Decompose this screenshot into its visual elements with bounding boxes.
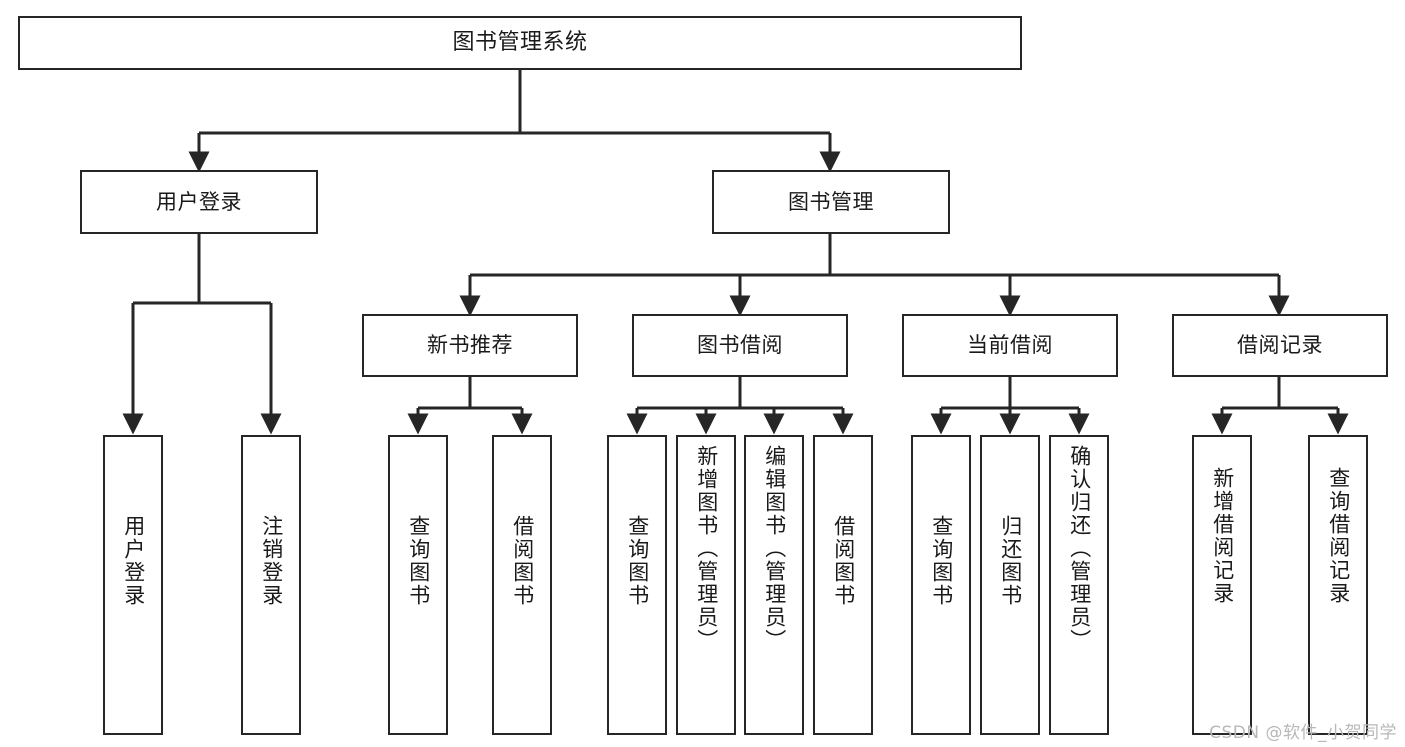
leaf-user-login[interactable]: 用户登录: [103, 435, 163, 735]
leaf-user-logout-label: 注销登录: [259, 515, 284, 607]
leaf-user-logout[interactable]: 注销登录: [241, 435, 301, 735]
node-root-label: 图书管理系统: [452, 30, 588, 56]
leaf-borrow-add-book-admin[interactable]: 新增图书（管理员）: [676, 435, 736, 735]
leaf-borrow-query-book[interactable]: 查询图书: [607, 435, 667, 735]
leaf-borrow-query-book-label: 查询图书: [625, 515, 650, 607]
leaf-current-confirm-return-admin[interactable]: 确认归还（管理员）: [1049, 435, 1109, 735]
leaf-borrow-edit-book-admin[interactable]: 编辑图书（管理员）: [744, 435, 804, 735]
leaf-record-add-record-label: 新增借阅记录: [1210, 467, 1235, 605]
node-borrow-record-label: 借阅记录: [1237, 333, 1323, 358]
node-user-login-label: 用户登录: [156, 189, 242, 214]
node-book-management[interactable]: 图书管理: [712, 170, 950, 234]
leaf-current-query-book[interactable]: 查询图书: [911, 435, 971, 735]
node-current-borrow[interactable]: 当前借阅: [902, 314, 1118, 377]
watermark-text: CSDN @软件_小贺同学: [1209, 723, 1397, 743]
leaf-borrow-borrow-book-label: 借阅图书: [831, 515, 856, 607]
leaf-current-confirm-return-admin-label: 确认归还（管理员）: [1067, 445, 1092, 652]
leaf-borrow-edit-book-admin-label: 编辑图书（管理员）: [762, 445, 787, 652]
leaf-current-query-book-label: 查询图书: [929, 515, 954, 607]
leaf-recommend-query-book-label: 查询图书: [406, 515, 431, 607]
node-current-borrow-label: 当前借阅: [967, 333, 1053, 358]
leaf-current-return-book-label: 归还图书: [998, 515, 1023, 607]
leaf-user-login-label: 用户登录: [121, 515, 146, 607]
leaf-current-return-book[interactable]: 归还图书: [980, 435, 1040, 735]
node-book-borrow[interactable]: 图书借阅: [632, 314, 848, 377]
node-borrow-record[interactable]: 借阅记录: [1172, 314, 1388, 377]
node-root[interactable]: 图书管理系统: [18, 16, 1022, 70]
leaf-recommend-borrow-book-label: 借阅图书: [510, 515, 535, 607]
leaf-recommend-query-book[interactable]: 查询图书: [388, 435, 448, 735]
node-book-management-label: 图书管理: [788, 189, 874, 214]
node-book-borrow-label: 图书借阅: [697, 333, 783, 358]
leaf-recommend-borrow-book[interactable]: 借阅图书: [492, 435, 552, 735]
node-new-book-recommend-label: 新书推荐: [427, 333, 513, 358]
leaf-record-add-record[interactable]: 新增借阅记录: [1192, 435, 1252, 735]
node-user-login[interactable]: 用户登录: [80, 170, 318, 234]
leaf-borrow-add-book-admin-label: 新增图书（管理员）: [694, 445, 719, 652]
leaf-borrow-borrow-book[interactable]: 借阅图书: [813, 435, 873, 735]
leaf-record-query-record[interactable]: 查询借阅记录: [1308, 435, 1368, 735]
leaf-record-query-record-label: 查询借阅记录: [1326, 467, 1351, 605]
node-new-book-recommend[interactable]: 新书推荐: [362, 314, 578, 377]
